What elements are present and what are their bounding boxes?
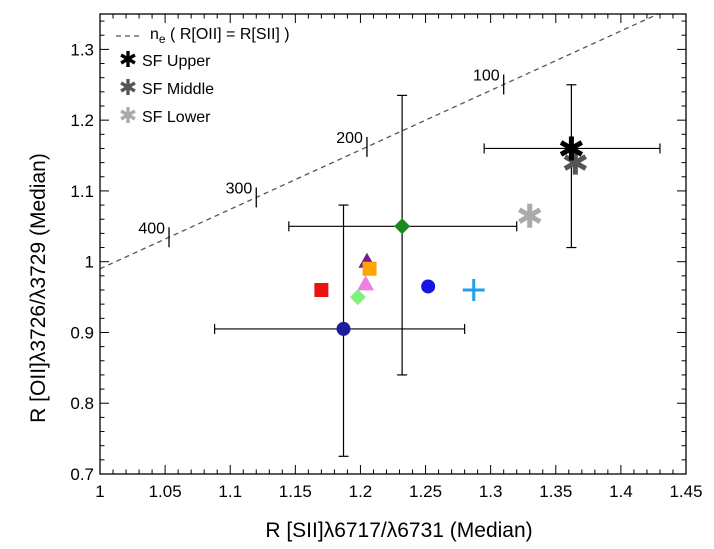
density-label-300: 300 — [226, 180, 253, 197]
legend-label-sf-upper: SF Upper — [142, 53, 211, 70]
density-label-400: 400 — [138, 220, 165, 237]
density-label-100: 100 — [473, 67, 500, 84]
y-axis-title: R [OII]λ3726/λ3729 (Median) — [27, 153, 50, 423]
x-tick-label: 1.35 — [539, 482, 572, 501]
x-tick-label: 1.15 — [279, 482, 312, 501]
x-tick-label: 1 — [95, 482, 104, 501]
legend-label-sf-lower: SF Lower — [142, 109, 211, 126]
y-tick-label: 1.2 — [70, 111, 94, 130]
point-7-triangle — [357, 275, 375, 291]
point-1-circle — [336, 321, 351, 336]
point-4-square — [314, 283, 329, 297]
data-marks — [213, 84, 661, 457]
x-tick-label: 1.4 — [609, 482, 633, 501]
legend-density-label: ne ( R[OII] = R[SII] ) — [150, 26, 290, 46]
y-tick-label: 0.8 — [70, 394, 94, 413]
point-2-circle — [421, 279, 436, 294]
series-point-sf-lower — [518, 203, 542, 228]
legend-swatch-sf-lower — [120, 107, 136, 123]
x-tick-label: 1.1 — [218, 482, 242, 501]
y-tick-label: 0.7 — [70, 465, 94, 484]
legend-swatch-sf-upper — [120, 51, 136, 67]
series-point-sf-upper — [559, 136, 584, 161]
x-tick-label: 1.45 — [669, 482, 702, 501]
plot-frame — [99, 13, 687, 475]
legend-swatch-sf-middle — [120, 79, 136, 95]
point-8-diamond — [349, 289, 366, 306]
plot-area: 100 200 300 400 — [100, 14, 660, 270]
y-tick-label: 1.3 — [70, 40, 94, 59]
point-0-diamond — [394, 218, 411, 235]
axes: 1 1.05 1.1 1.15 1.2 1.25 1.3 1.35 1.4 1.45 0.7 0.8 0… — [70, 13, 703, 501]
x-axis-title: R [SII]λ6717/λ6731 (Median) — [265, 519, 532, 542]
x-tick-label: 1.05 — [149, 482, 182, 501]
y-tick-label: 0.9 — [70, 323, 94, 342]
density-line — [100, 14, 660, 270]
legend-label-sf-middle: SF Middle — [142, 81, 214, 98]
point-6-square — [362, 261, 377, 276]
x-tick-label: 1.25 — [409, 482, 442, 501]
series-point-sf-middle — [563, 150, 587, 175]
x-tick-label: 1.3 — [479, 482, 503, 501]
y-tick-label: 1 — [85, 253, 94, 272]
y-tick-label: 1.1 — [70, 182, 94, 201]
legend: ne ( R[OII] = R[SII] ) SF Upper SF MiddleS… — [116, 26, 290, 126]
point-3-plus — [462, 279, 485, 301]
density-label-200: 200 — [336, 130, 363, 147]
x-tick-label: 1.2 — [349, 482, 373, 501]
